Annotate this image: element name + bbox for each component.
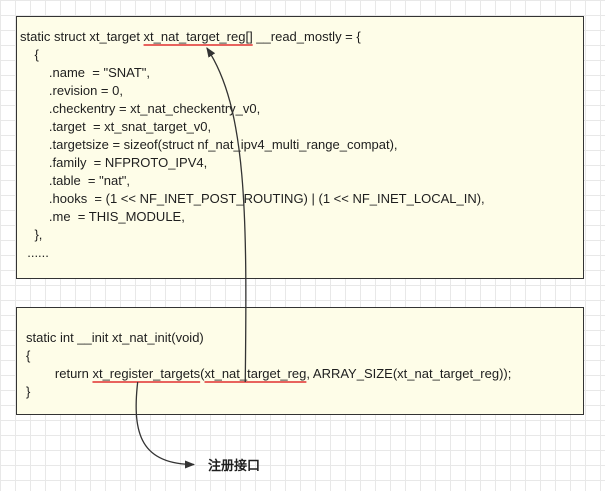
reference-arrow-to-array <box>206 47 247 383</box>
init-function-box: static int __init xt_nat_init(void) { re… <box>16 307 584 415</box>
struct-body-line: .revision = 0, <box>20 83 123 98</box>
init-return-line: return xt_register_targets(xt_nat_target… <box>26 366 511 381</box>
struct-body-line: { <box>20 47 39 62</box>
call-remaining-args: , ARRAY_SIZE(xt_nat_target_reg)); <box>306 366 512 381</box>
struct-body-line: .hooks = (1 << NF_INET_POST_ROUTING) | (… <box>20 191 485 206</box>
struct-definition-box: static struct xt_target xt_nat_target_re… <box>16 16 584 279</box>
struct-body-line: .family = NFPROTO_IPV4, <box>20 155 208 170</box>
init-signature-line: static int __init xt_nat_init(void) <box>26 330 204 345</box>
struct-header-prefix: static struct xt_target <box>20 29 144 44</box>
target-reg-array-name: xt_nat_target_reg[] <box>143 29 253 44</box>
target-reg-argument: xt_nat_target_reg <box>204 366 307 381</box>
struct-body-line: .checkentry = xt_nat_checkentry_v0, <box>20 101 261 116</box>
register-targets-call: xt_register_targets <box>92 366 201 381</box>
struct-ellipsis-line: ...... <box>20 245 49 260</box>
call-open-paren: ( <box>200 366 205 381</box>
struct-body-line: .me = THIS_MODULE, <box>20 209 185 224</box>
struct-header-suffix: __read_mostly = { <box>252 29 361 44</box>
struct-header-line: static struct xt_target xt_nat_target_re… <box>20 29 361 44</box>
struct-body-line: .target = xt_snat_target_v0, <box>20 119 212 134</box>
struct-body-line: }, <box>20 227 43 242</box>
struct-body-line: .table = "nat", <box>20 173 131 188</box>
init-open-brace: { <box>26 348 31 363</box>
init-close-brace: } <box>26 384 31 399</box>
struct-body-line: .name = "SNAT", <box>20 65 150 80</box>
register-interface-caption: 注册接口 <box>208 459 261 474</box>
struct-body-line: .targetsize = sizeof(struct nf_nat_ipv4_… <box>20 137 398 152</box>
return-keyword: return <box>26 366 93 381</box>
register-interface-arrow <box>135 381 195 469</box>
